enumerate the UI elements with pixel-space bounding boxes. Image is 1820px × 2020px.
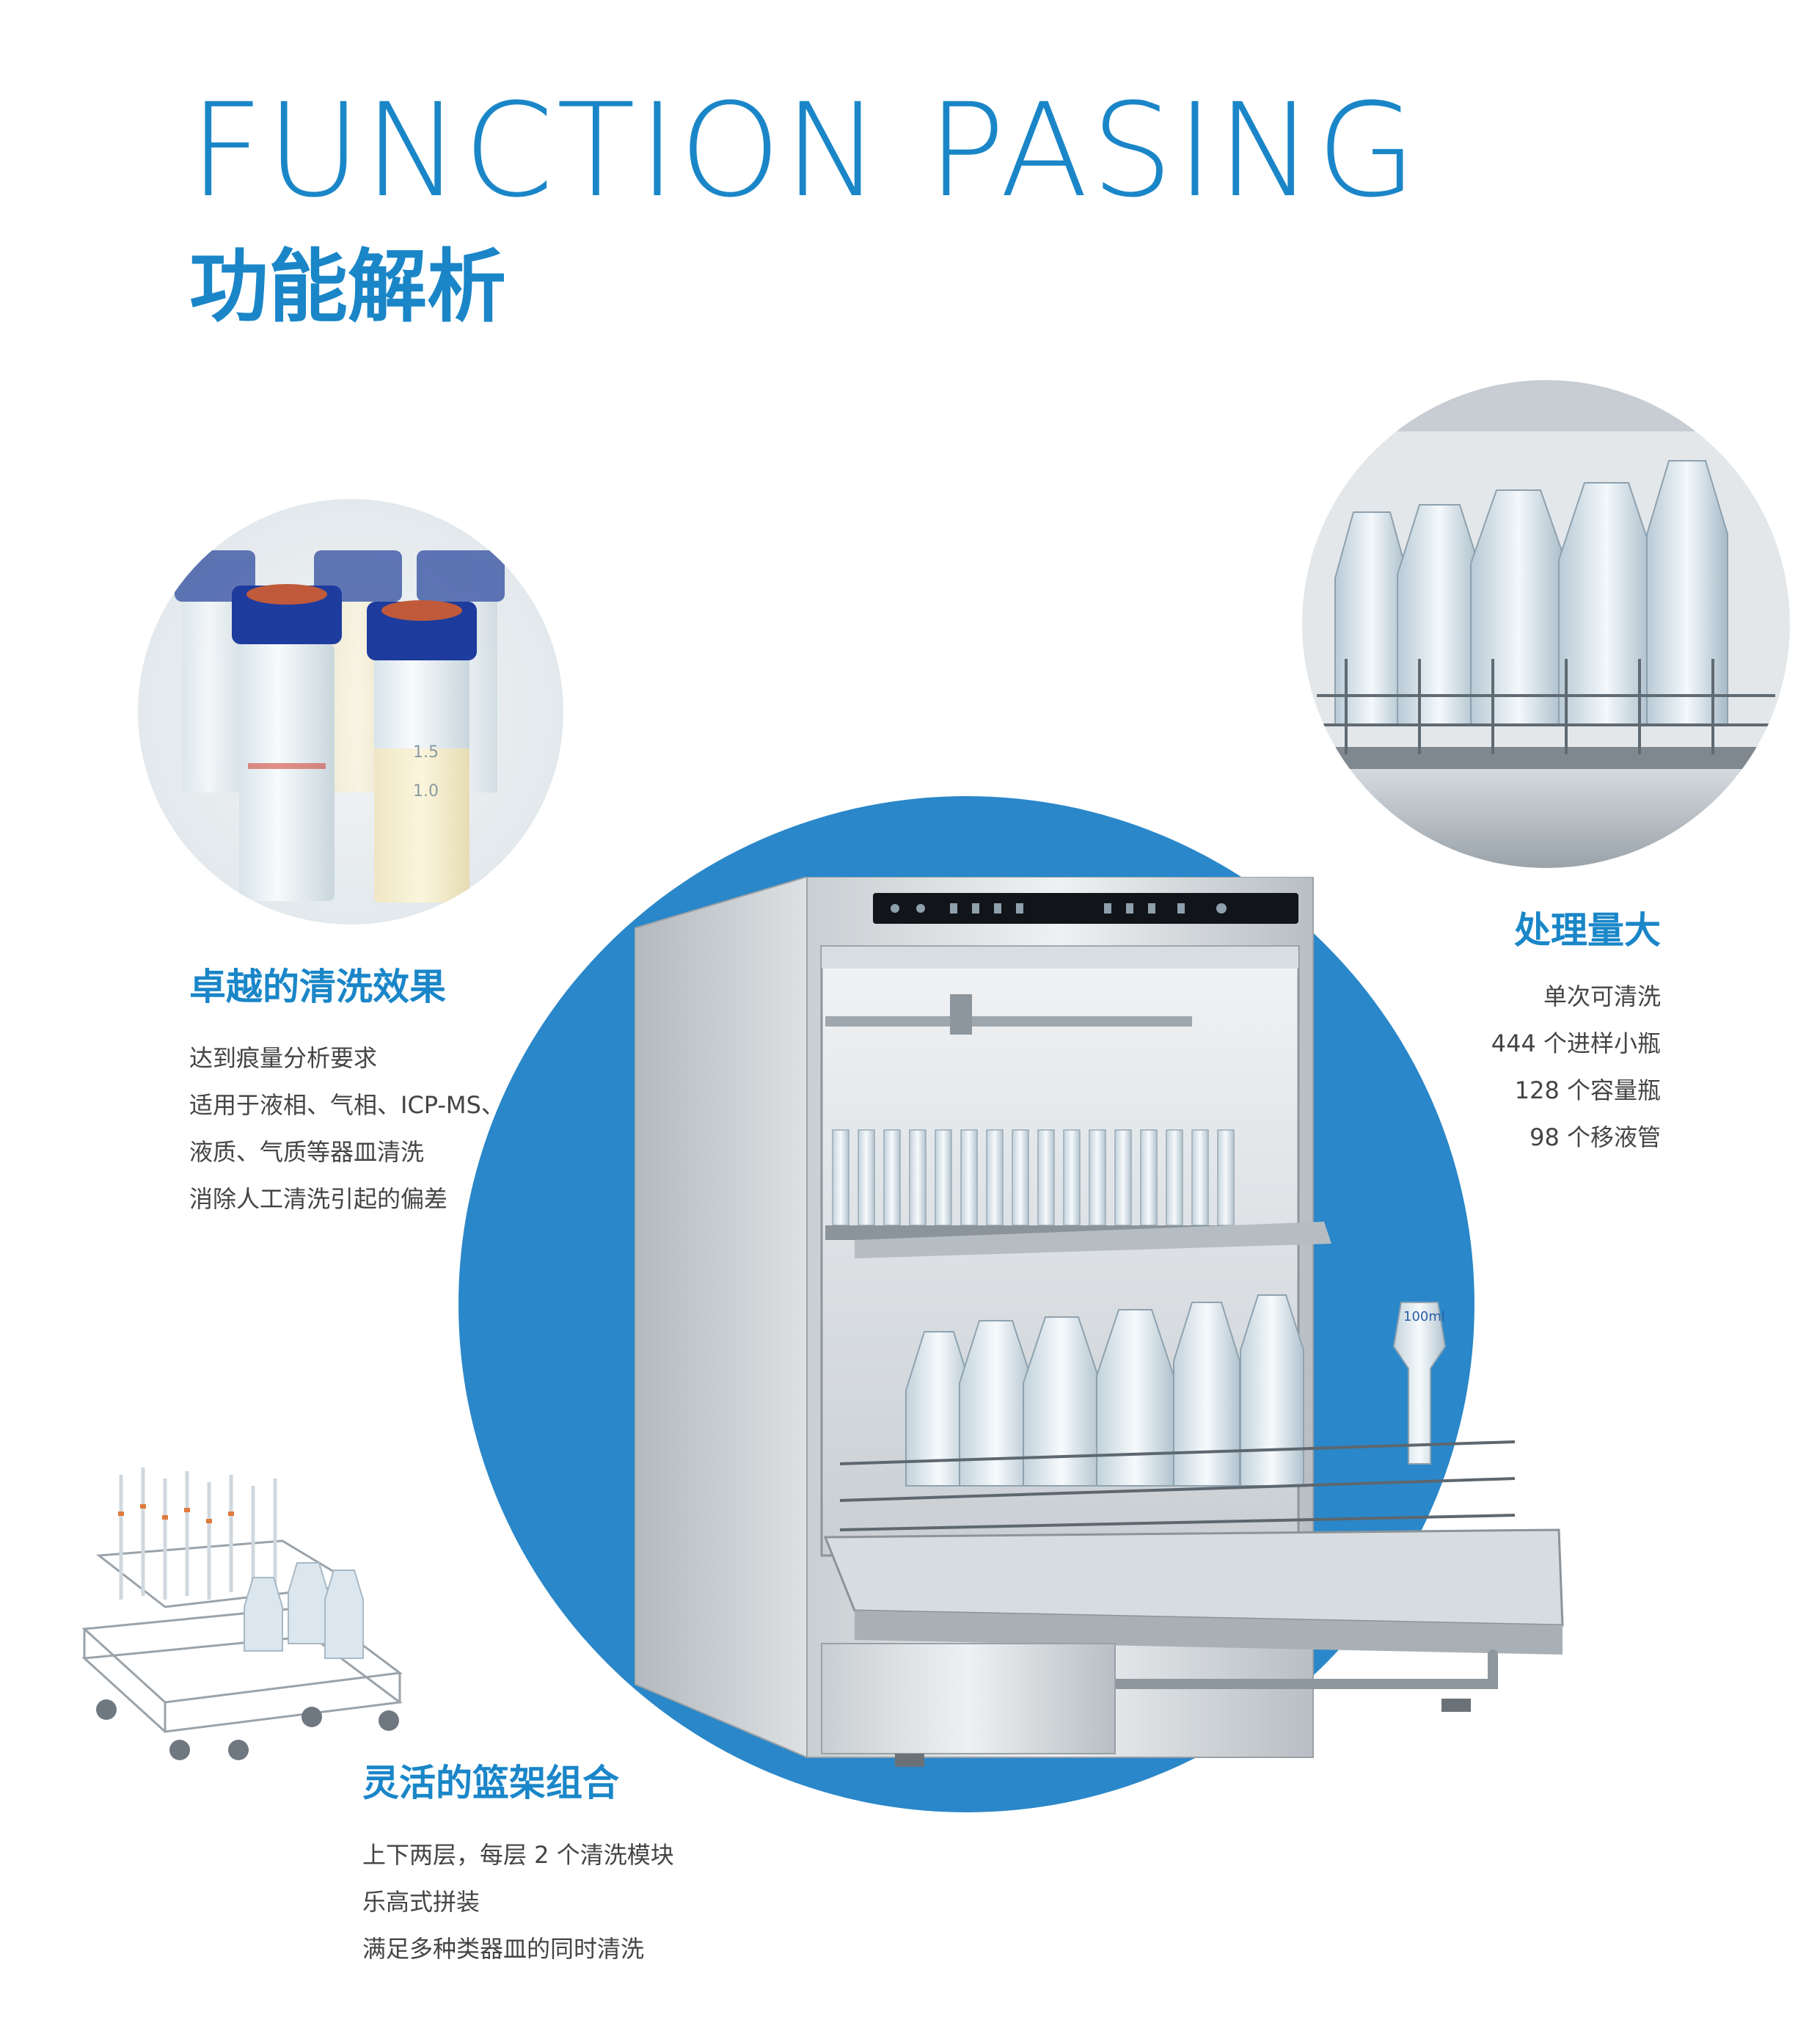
- feature-basket-title: 灵活的篮架组合: [362, 1762, 619, 1804]
- page-title-chinese: 功能解析: [189, 241, 507, 333]
- vial-mark-1-0: 1.0: [413, 782, 439, 801]
- feature-cleaning-title: 卓越的清洗效果: [189, 966, 446, 1008]
- feature-cleaning-line-3: 液质、气质等器皿清洗: [189, 1138, 425, 1166]
- glassware-washer-image: 100ml: [635, 877, 1640, 1787]
- volumetric-flask-100ml: 100ml: [1392, 1302, 1447, 1465]
- feature-cleaning-line-2: 适用于液相、气相、ICP-MS、: [189, 1091, 505, 1119]
- feature-basket-line-2: 乐高式拼装: [362, 1888, 480, 1916]
- feature-capacity-line-1: 单次可清洗: [1543, 982, 1661, 1010]
- feature-capacity-line-2: 444 个进样小瓶: [1491, 1029, 1661, 1057]
- svg-text:100ml: 100ml: [1403, 1309, 1445, 1324]
- feature-capacity-line-3: 128 个容量瓶: [1514, 1076, 1661, 1104]
- feature-basket-line-3: 满足多种类器皿的同时清洗: [362, 1935, 645, 1963]
- basket-rack-image: [77, 1460, 407, 1768]
- glassware-rack-photo: [1302, 380, 1790, 868]
- feature-cleaning-line-4: 消除人工清洗引起的偏差: [189, 1185, 448, 1213]
- feature-capacity-line-4: 98 个移液管: [1530, 1123, 1661, 1151]
- vials-photo: 1.5 1.0: [138, 499, 563, 925]
- page-title-english: FUNCTION PASING: [189, 76, 1420, 226]
- feature-capacity-title: 处理量大: [1514, 909, 1661, 952]
- feature-basket-line-1: 上下两层，每层 2 个清洗模块: [362, 1841, 674, 1869]
- vial-mark-1-5: 1.5: [413, 743, 439, 762]
- feature-cleaning-line-1: 达到痕量分析要求: [189, 1044, 378, 1072]
